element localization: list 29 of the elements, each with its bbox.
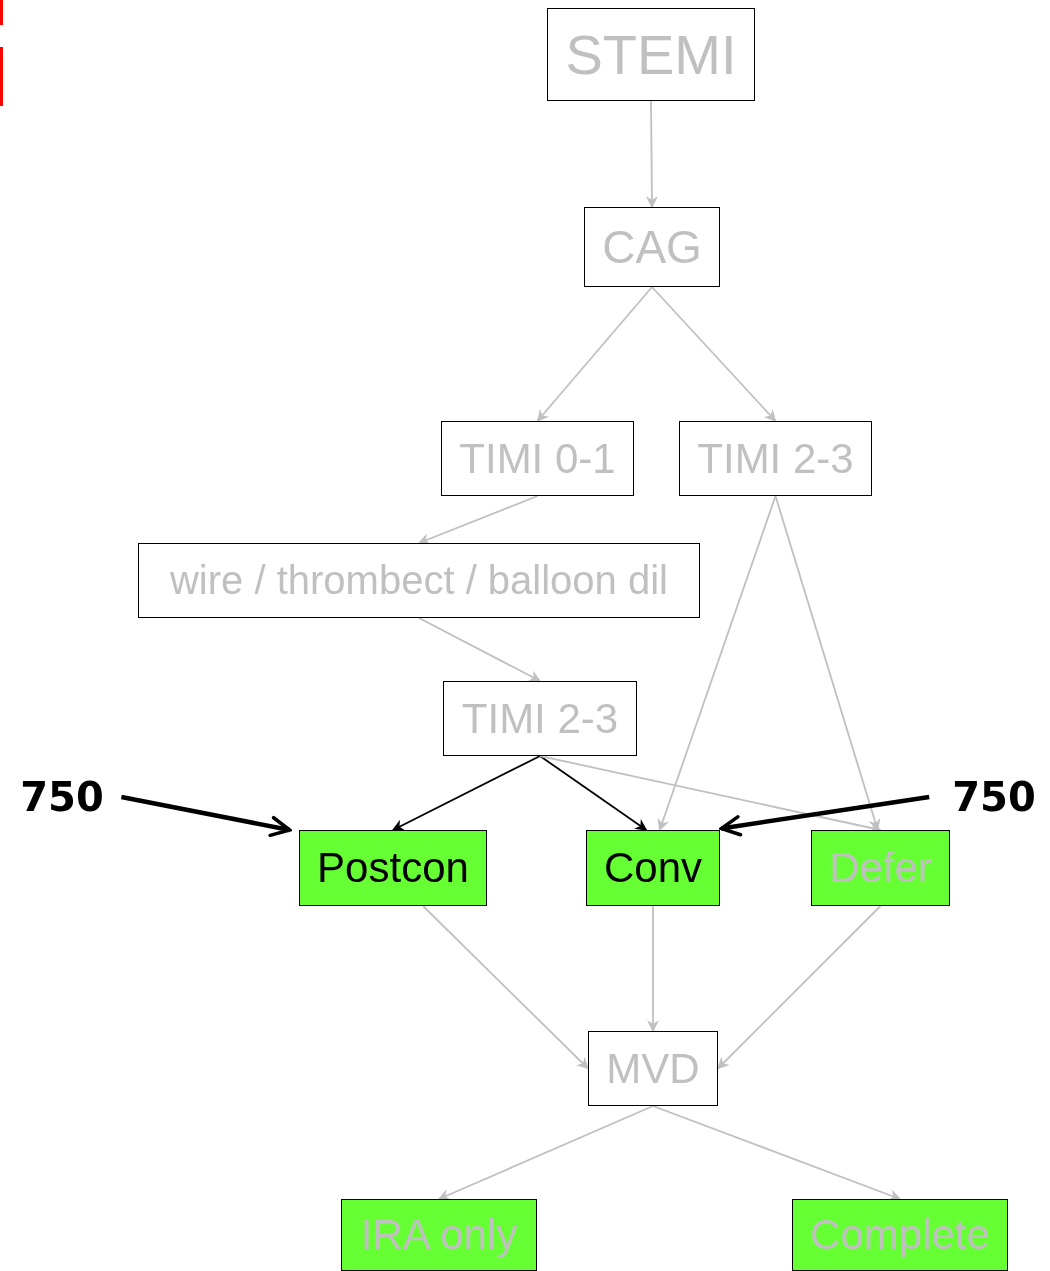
count-label: 750 <box>952 774 1036 820</box>
process-box: Complete <box>792 1199 1008 1271</box>
process-box: Postcon <box>299 830 487 906</box>
arrow <box>437 1105 654 1201</box>
process-box: TIMI 2-3 <box>679 421 872 496</box>
arrow <box>652 1105 902 1201</box>
arrow <box>647 905 659 1033</box>
arrow <box>120 794 292 838</box>
process-box: Conv <box>586 830 720 906</box>
arrow <box>418 617 542 682</box>
count-label: 750 <box>20 774 104 820</box>
arrow <box>651 286 777 422</box>
process-box: CAG <box>584 207 720 287</box>
process-box: wire / thrombect / balloon dil <box>138 543 700 618</box>
arrow <box>536 286 653 422</box>
process-box: MVD <box>588 1031 718 1106</box>
arrow <box>417 495 539 545</box>
arrow <box>422 905 589 1070</box>
arrow <box>391 755 541 831</box>
arrow <box>657 495 777 832</box>
process-box: IRA only <box>341 1199 537 1271</box>
process-box: TIMI 2-3 <box>443 681 637 756</box>
process-box: STEMI <box>547 8 755 101</box>
arrow <box>719 794 930 837</box>
arrow <box>717 905 882 1070</box>
process-box: Defer <box>811 830 950 906</box>
arrow <box>645 100 658 209</box>
arrow <box>539 755 648 831</box>
process-box: TIMI 0-1 <box>441 421 634 496</box>
